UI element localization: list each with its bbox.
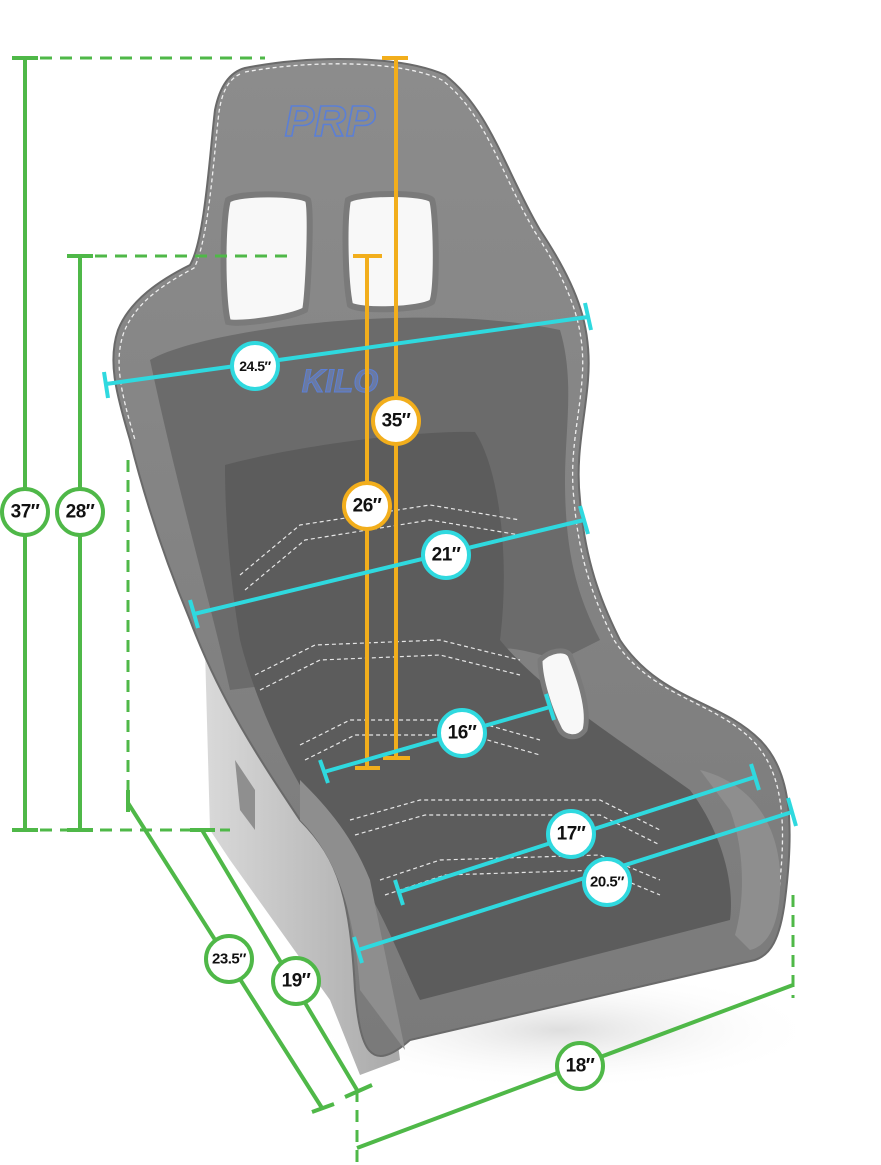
prp-logo: PRP <box>284 96 377 147</box>
shell-stitching <box>244 63 784 899</box>
label-overall-height: 37″ <box>0 487 50 537</box>
svg-text:21″: 21″ <box>432 545 461 566</box>
svg-text:19″: 19″ <box>282 971 311 992</box>
svg-text:37″: 37″ <box>11 502 40 523</box>
label-overall-depth: 23.5″ <box>204 934 254 984</box>
svg-text:17″: 17″ <box>557 824 586 845</box>
dim-overall-height <box>12 56 265 832</box>
left-bolster <box>300 780 405 1050</box>
svg-text:35″: 35″ <box>382 411 411 432</box>
svg-text:24.5″: 24.5″ <box>239 358 271 374</box>
seat-base-side <box>205 650 400 1075</box>
dim-hip-width <box>318 693 556 784</box>
label-shoulder-width: 24.5″ <box>230 341 280 391</box>
label-shoulder-height: 26″ <box>342 481 392 531</box>
base-slot <box>235 760 255 830</box>
dim-mid-back-width <box>188 505 590 629</box>
svg-text:16″: 16″ <box>448 723 477 744</box>
harness-slot-left <box>220 191 313 326</box>
label-seat-width-outer: 20.5″ <box>582 857 632 907</box>
harness-slot-right <box>342 191 439 313</box>
dim-shoulder-width <box>102 302 593 399</box>
svg-text:20.5″: 20.5″ <box>590 874 624 891</box>
label-side-height: 28″ <box>55 487 105 537</box>
label-base-width: 18″ <box>555 1041 605 1091</box>
svg-text:PRP: PRP <box>285 97 376 146</box>
svg-text:28″: 28″ <box>66 502 95 523</box>
svg-text:26″: 26″ <box>353 496 382 517</box>
shell-stitching-left <box>118 73 241 441</box>
label-base-depth: 19″ <box>271 956 321 1006</box>
svg-text:23.5″: 23.5″ <box>212 951 246 968</box>
right-bolster <box>700 770 781 950</box>
label-mid-back-width: 21″ <box>421 530 471 580</box>
label-seat-width-inner: 17″ <box>546 809 596 859</box>
dim-side-height <box>40 254 295 832</box>
seat-illustration: PRP KILO <box>112 58 820 1090</box>
label-back-height: 35″ <box>371 396 421 446</box>
svg-text:18″: 18″ <box>566 1056 595 1077</box>
dim-seat-width-outer <box>352 797 798 964</box>
label-hip-width: 16″ <box>437 708 487 758</box>
